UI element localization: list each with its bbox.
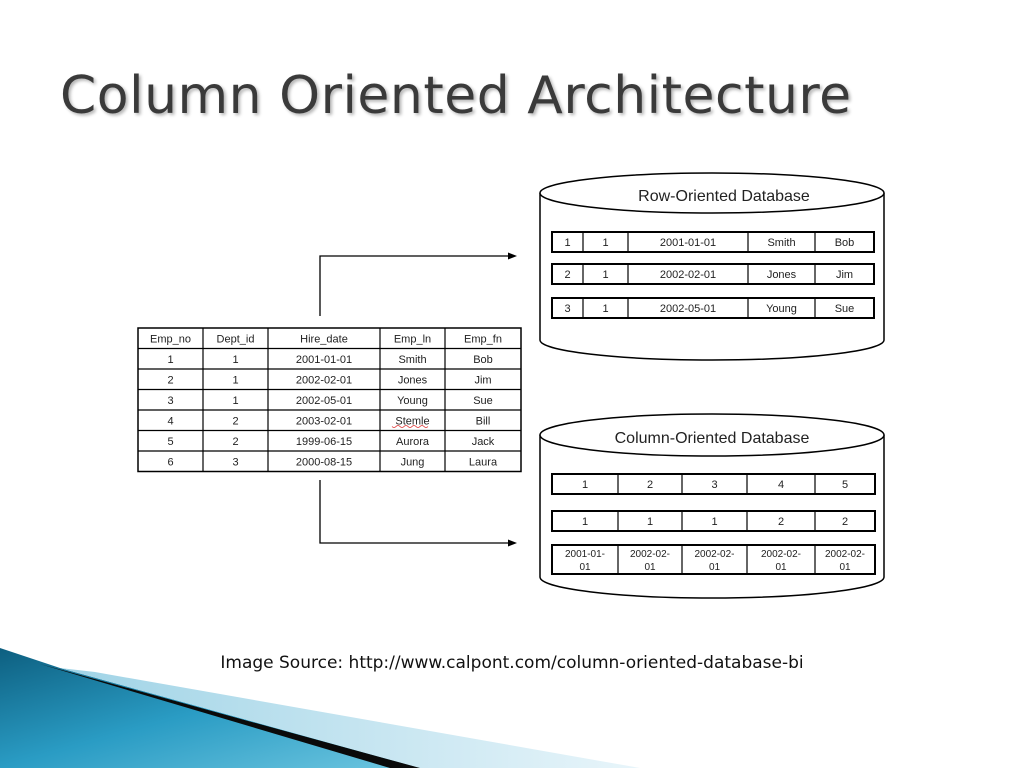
- col-db-cell: 1: [582, 479, 588, 491]
- row-oriented-database: Row-Oriented Database 1 1 2001-01-01 Smith B…: [539, 172, 885, 361]
- source-table-cell: Young: [397, 395, 428, 407]
- col-db-records: 1 2 3 4 5 1 1 1 2 2 2001-01- 01 2002-02- 01 2002-02- 01…: [551, 473, 876, 575]
- source-table-border: [137, 327, 522, 473]
- source-table-cell: 1: [232, 395, 238, 407]
- col-db-cell: 2001-01-: [565, 549, 605, 560]
- col-db-cell: 2: [778, 516, 784, 528]
- source-table-cell: Jung: [401, 457, 425, 469]
- row-db-record-strip: [551, 263, 875, 285]
- col-db-cell: 01: [839, 562, 851, 573]
- source-table-cell: 2000-08-15: [296, 457, 352, 469]
- col-db-cell: 2002-02-: [825, 549, 865, 560]
- source-table-cell: 1999-06-15: [296, 436, 352, 448]
- row-db-records: 1 1 2001-01-01 Smith Bob 2 1 2002-02-01 Jones Jim…: [551, 231, 875, 319]
- source-table-cell: Jones: [398, 375, 428, 387]
- row-db-cell: 1: [602, 237, 608, 249]
- col-db-cell: 01: [775, 562, 787, 573]
- row-db-cell: 2002-05-01: [660, 303, 716, 315]
- col-db-cell: 1: [647, 516, 653, 528]
- row-db-cell: Jones: [767, 269, 797, 281]
- col-db-cell: 2002-02-: [694, 549, 734, 560]
- source-table-cell: Bob: [473, 354, 493, 366]
- connector-arrows: [319, 252, 517, 547]
- source-table-header-cell: Emp_fn: [464, 334, 502, 346]
- source-table-cell: Stemle: [395, 416, 429, 428]
- col-db-cell: 3: [711, 479, 717, 491]
- col-db-cell: 2: [647, 479, 653, 491]
- source-table-cell: 1: [232, 354, 238, 366]
- source-table-cell: 2: [232, 416, 238, 428]
- col-db-cell: 2002-02-: [761, 549, 801, 560]
- corner-wave-decoration: [0, 648, 640, 768]
- row-db-cell: Smith: [767, 237, 795, 249]
- source-table-cell: 2002-02-01: [296, 375, 352, 387]
- col-db-cell: 2: [842, 516, 848, 528]
- source-table-cell: 6: [167, 457, 173, 469]
- source-table-cell: Bill: [476, 416, 491, 428]
- source-table-cell: Smith: [398, 354, 426, 366]
- row-db-cell: 1: [602, 269, 608, 281]
- source-table-cell: 2003-02-01: [296, 416, 352, 428]
- row-db-cell: Jim: [836, 269, 853, 281]
- source-table-cell: 5: [167, 436, 173, 448]
- col-db-record-strip: [551, 510, 876, 532]
- col-db-record-strip: [551, 544, 876, 575]
- row-db-cell: Young: [766, 303, 797, 315]
- row-db-cell: 2001-01-01: [660, 237, 716, 249]
- col-db-cell: 1: [582, 516, 588, 528]
- source-table: Emp_no Dept_id Hire_date Emp_ln Emp_fn 1 1 2001…: [137, 327, 522, 473]
- source-table-cell: 1: [167, 354, 173, 366]
- row-db-cylinder-top: [539, 172, 885, 214]
- row-db-cell: 3: [564, 303, 570, 315]
- image-source-caption: Image Source: http://www.calpont.com/col…: [220, 653, 804, 673]
- source-table-cell: 3: [167, 395, 173, 407]
- row-db-title: Row-Oriented Database: [638, 188, 810, 205]
- col-db-cell: 01: [709, 562, 721, 573]
- arrow-head-row: [508, 252, 517, 260]
- arrow-head-col: [508, 539, 517, 547]
- slide-title: Column Oriented Architecture: [60, 66, 852, 126]
- source-table-header-cell: Emp_ln: [394, 334, 431, 346]
- row-db-cell: 1: [602, 303, 608, 315]
- source-table-cell: 2: [232, 436, 238, 448]
- col-db-cell: 5: [842, 479, 848, 491]
- source-table-cell: Aurora: [396, 436, 430, 448]
- row-db-cell: Bob: [835, 237, 855, 249]
- source-table-cell: Laura: [469, 457, 498, 469]
- row-db-cell: Sue: [835, 303, 855, 315]
- source-table-cell: 2001-01-01: [296, 354, 352, 366]
- col-db-cell: 01: [579, 562, 591, 573]
- col-db-cell: 2002-02-: [630, 549, 670, 560]
- source-table-cell: Jim: [474, 375, 491, 387]
- source-table-cell: 2: [167, 375, 173, 387]
- source-table-cell: 4: [167, 416, 173, 428]
- col-db-record-strip: [551, 473, 876, 495]
- col-db-cell: 1: [711, 516, 717, 528]
- col-db-cell: 4: [778, 479, 784, 491]
- source-table-cell: 1: [232, 375, 238, 387]
- source-table-cell: 2002-05-01: [296, 395, 352, 407]
- col-db-cell: 01: [644, 562, 656, 573]
- source-table-cell: Jack: [472, 436, 495, 448]
- arrow-to-row-db: [319, 255, 510, 316]
- row-db-record-strip: [551, 231, 875, 253]
- row-db-cell: 2002-02-01: [660, 269, 716, 281]
- spellcheck-underline: [391, 425, 429, 428]
- col-db-cylinder-top: [539, 413, 885, 457]
- source-table-header-cell: Dept_id: [217, 334, 255, 346]
- source-table-header-cell: Emp_no: [150, 334, 191, 346]
- arrow-to-col-db: [319, 480, 510, 544]
- col-db-title: Column-Oriented Database: [615, 430, 810, 447]
- row-db-cell: 2: [564, 269, 570, 281]
- source-table-cell: 3: [232, 457, 238, 469]
- column-oriented-database: Column-Oriented Database 1 2 3 4 5 1 1 1 2 2 2001-…: [539, 413, 885, 599]
- source-table-cell: Sue: [473, 395, 493, 407]
- row-db-record-strip: [551, 297, 875, 319]
- row-db-cell: 1: [564, 237, 570, 249]
- source-table-header-cell: Hire_date: [300, 334, 348, 346]
